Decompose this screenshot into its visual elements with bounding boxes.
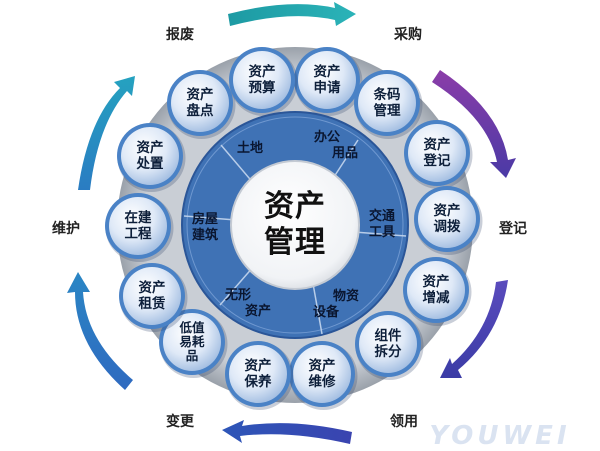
node-face [233,51,291,109]
stage-label-purchase: 采购 [394,27,422,43]
watermark: YOUWEI [429,421,571,451]
ring-label-line: 无形 [224,288,252,303]
ring-label-intangible: 无形 资产 [225,288,271,320]
ring-label-building: 房屋 建筑 [192,212,218,244]
node-face [123,267,181,325]
arrow-right-upper-purple [432,70,516,178]
divider-line [219,265,255,306]
node-construct [105,193,174,262]
inner-blue-ring-highlight [186,116,404,334]
node-budget [229,47,298,116]
arrow-left-upper-teal [78,76,135,190]
ring-label-line: 用品 [331,146,359,161]
ring-label-line: 办公 [313,130,341,145]
node-face [407,261,465,319]
divider-line [220,144,256,186]
ring-label-office: 办公 用品 [314,130,358,162]
stage-label-change: 变更 [166,414,194,430]
node-face [293,345,351,403]
arrow-left-lower-blue [67,272,133,390]
node-face [358,74,416,132]
ring-label-line: 物资 [332,289,360,304]
node-dispose [117,123,186,192]
node-barcode [354,70,423,139]
node-face [121,127,179,185]
ring-label-land: 土地 [237,141,263,157]
ring-label-line: 工具 [368,225,396,240]
node-transfer [414,186,483,255]
node-register [404,120,473,189]
node-face [359,315,417,373]
center-title-line2: 管理 [264,225,326,260]
ring-label-line: 资产 [244,304,272,319]
node-face [418,190,476,248]
stage-label-scrap: 报废 [166,27,194,43]
nodes-layer [105,47,483,410]
ring-label-line: 房屋 [191,212,219,227]
ring-label-line: 设备 [312,305,340,320]
divider-line [353,231,407,237]
node-face [229,345,287,403]
ring-label-line: 土地 [236,141,264,156]
arrow-right-lower-purple [440,280,508,378]
node-lowvalue [159,309,228,378]
ring-label-material: 物资 设备 [313,289,359,321]
node-apply [294,47,363,116]
node-lease [119,263,188,332]
arrow-bottom-blue [222,420,352,444]
node-face [171,74,229,132]
stage-label-use: 领用 [390,414,418,430]
stage-label-maintenance: 维护 [52,221,80,237]
divider-line [311,277,323,335]
arrow-top-teal [228,2,356,26]
node-face [298,51,356,109]
node-maintain [225,341,294,410]
ring-label-line: 建筑 [191,228,219,243]
stage-label-register: 登记 [499,221,527,237]
divider-line [183,215,237,221]
ring-label-line: 交通 [368,209,396,224]
node-inventory [167,70,236,139]
center-title-line1: 资产 [264,189,326,224]
node-repair [289,341,358,410]
ring-label-transport: 交通 工具 [369,209,395,241]
node-increase [403,257,472,326]
node-face [109,197,167,255]
center-title: 资产 管理 [264,189,326,261]
node-face [163,313,221,371]
node-face [408,124,466,182]
cycle-arrows [67,2,516,444]
center-disc [230,160,360,290]
node-split [355,311,424,380]
